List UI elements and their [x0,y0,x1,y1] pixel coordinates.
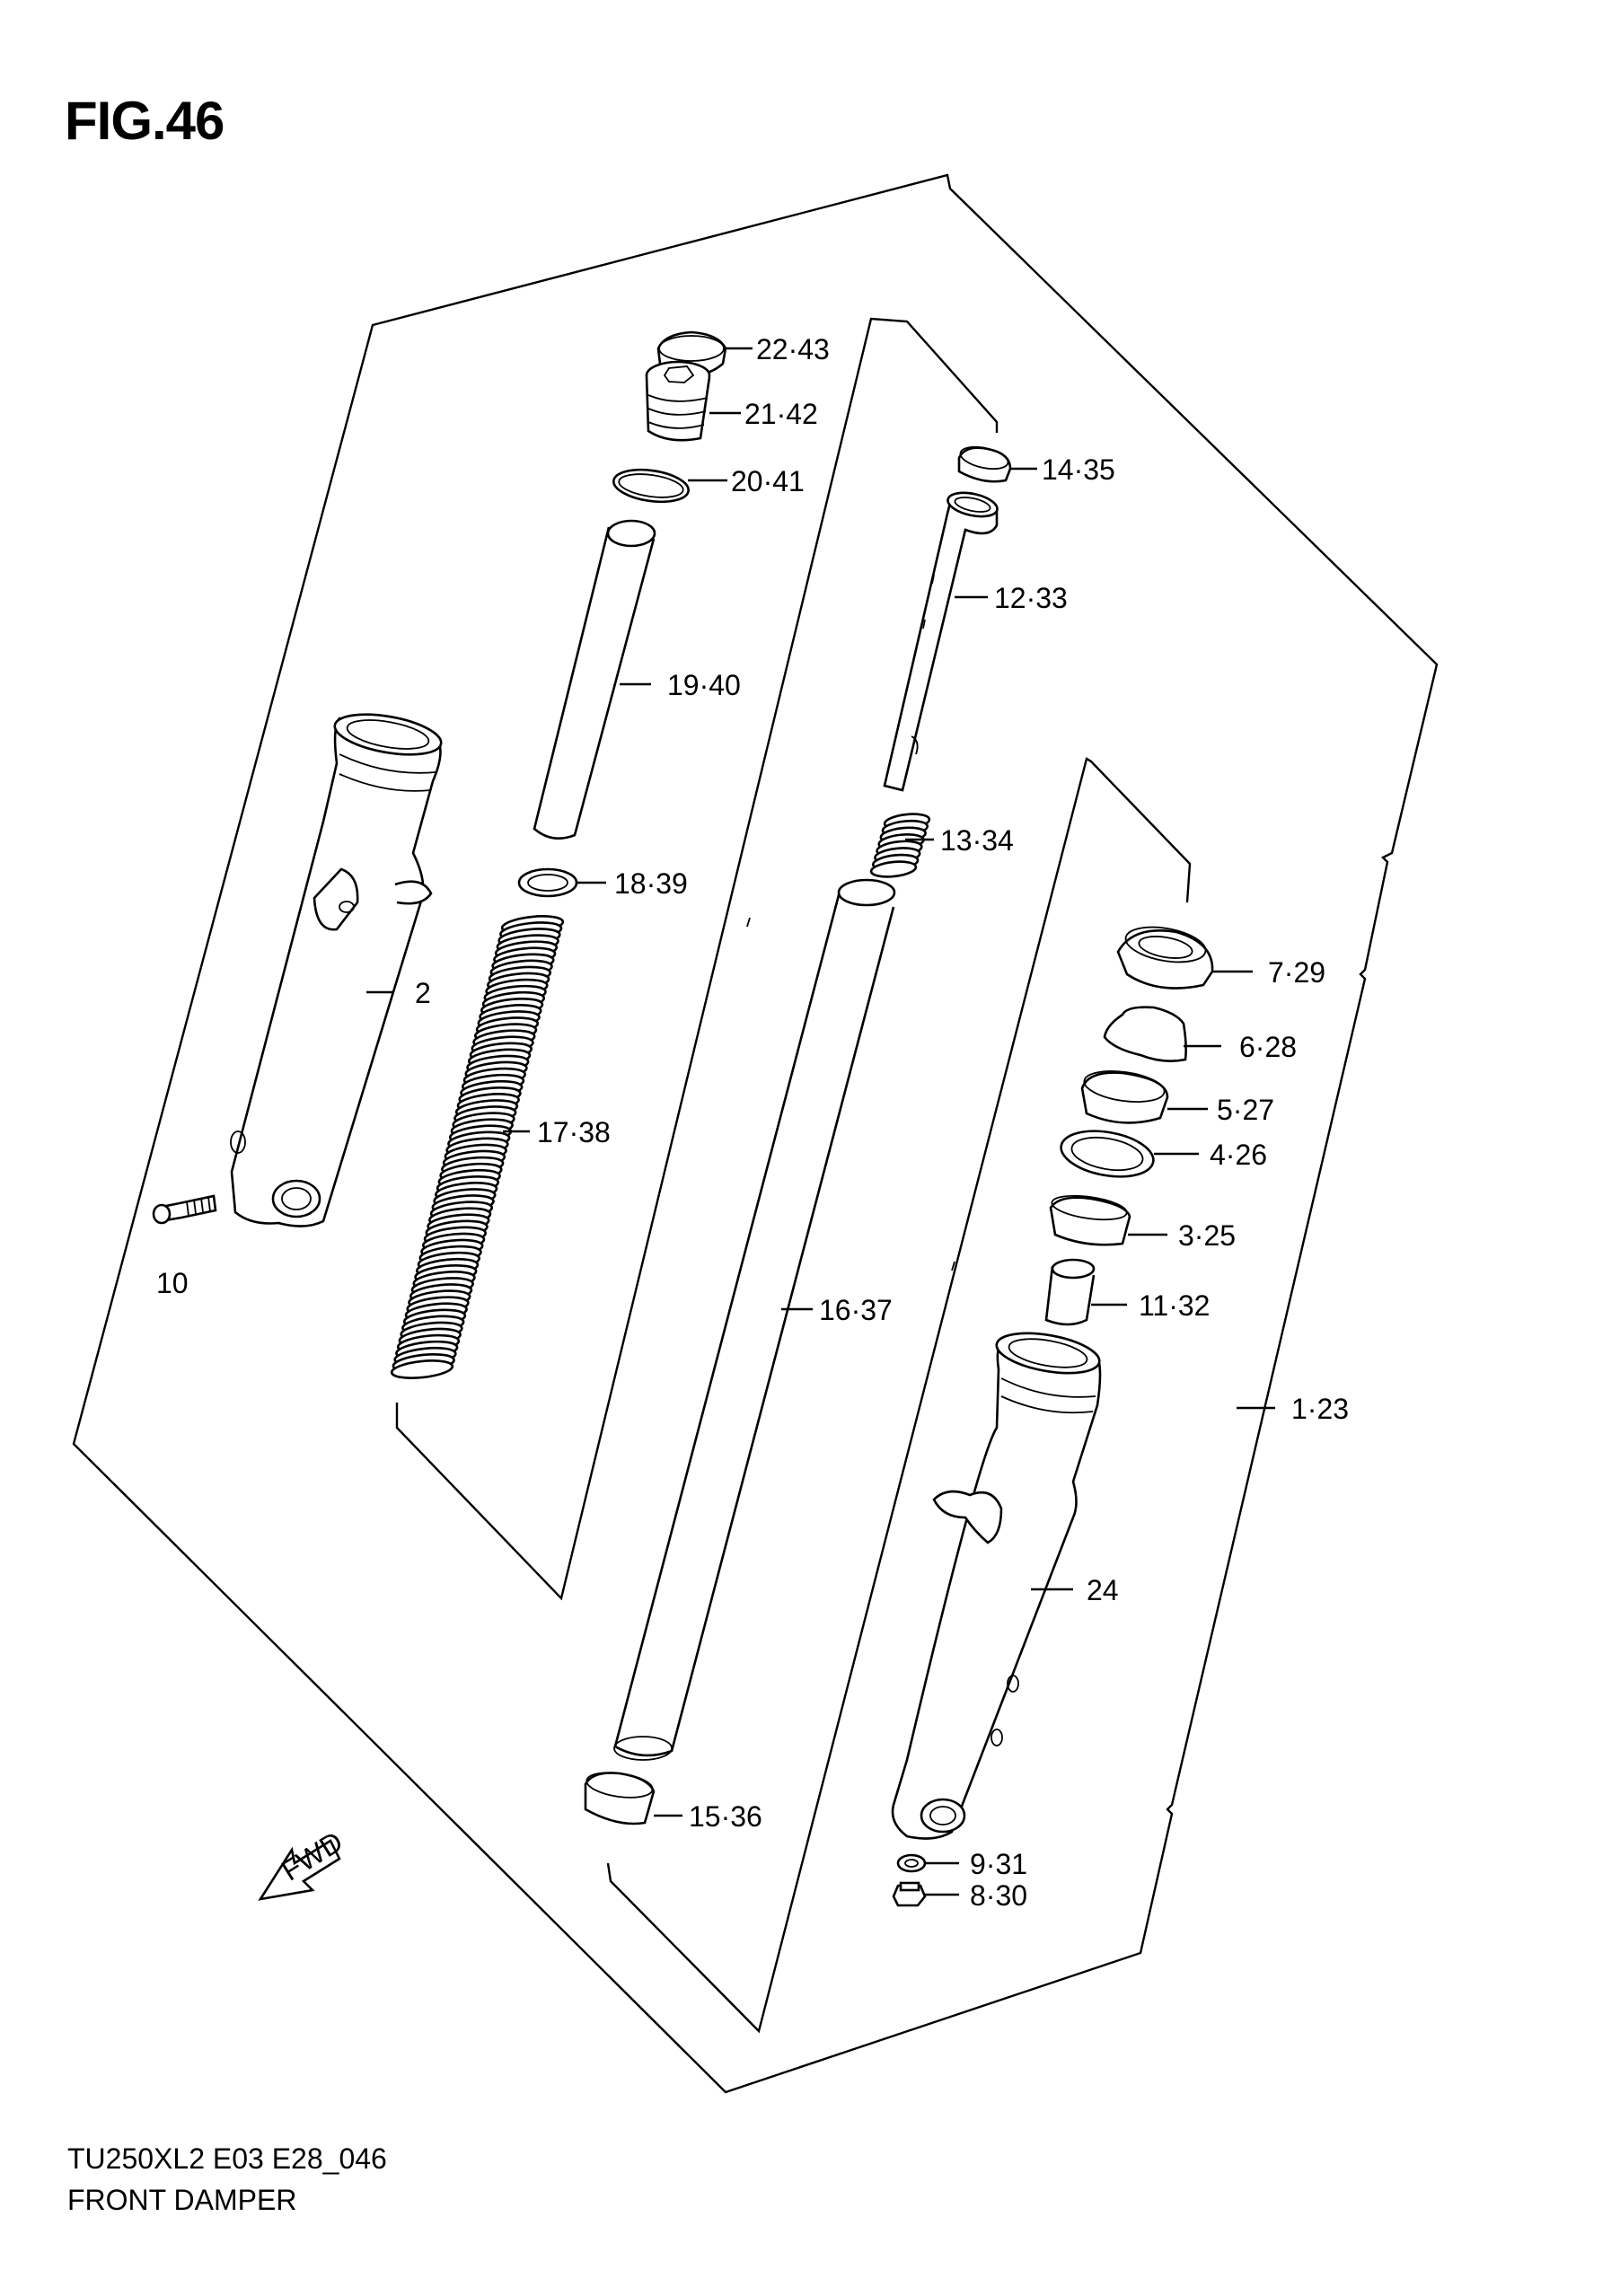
part-9-washer [896,1853,927,1873]
part-10-bolt [152,1194,217,1225]
callout-14-35: 14·35 [1042,453,1115,486]
part-12-damper-rod [883,491,999,792]
part-8-bolt [892,1881,927,1907]
inner-tube-group-outline [395,317,999,1601]
callout-15-36: 15·36 [689,1800,762,1833]
boundary-break-mark [746,917,751,928]
part-13-rebound-spring [869,813,931,878]
part-4-washer [1060,1130,1155,1178]
part-20-o-ring [612,468,690,504]
callout-11-32: 11·32 [1139,1289,1210,1322]
callout-7-29: 7·29 [1268,956,1325,989]
callout-20-41: 20·41 [731,465,805,497]
figure-title: FIG.46 [65,91,225,151]
callout-17-38: 17·38 [537,1116,611,1148]
spring-coil [869,860,918,878]
part-19-spacer-tube [533,519,656,840]
part-2-outer-tube [230,713,443,1227]
callout-2: 2 [415,977,431,1009]
callout-1-23: 1·23 [1291,1393,1349,1425]
forward-direction-arrow: FWD [258,1825,348,1901]
callout-3-25: 3·25 [1178,1219,1236,1252]
callout-4-26: 4·26 [1210,1139,1267,1171]
leader-lines [366,347,1275,1896]
callout-16-37: 16·37 [819,1294,893,1326]
part-7-dust-seal [1116,926,1214,990]
part-6-circlip [1103,1006,1187,1062]
callout-18-39: 18·39 [614,867,688,900]
part-18-washer [517,867,578,898]
callout-22-43: 22·43 [756,333,830,365]
callout-10: 10 [156,1267,189,1299]
callout-19-40: 19·40 [667,669,741,701]
figure-name: FRONT DAMPER [67,2184,297,2216]
callout-13-34: 13·34 [940,824,1014,857]
callout-24: 24 [1087,1574,1119,1606]
part-3-bushing [1049,1194,1131,1246]
part-24-outer-tube [891,1332,1102,1840]
part-5-oil-seal [1080,1070,1169,1124]
part-15-bushing [584,1772,656,1825]
part-14-ring [957,445,1012,483]
part-21-bolt [645,360,711,442]
part-16-inner-tube [613,878,896,1761]
callout-5-27: 5·27 [1217,1094,1274,1126]
boundary-break-mark [951,1261,955,1271]
callout-6-28: 6·28 [1239,1031,1297,1063]
callout-8-30: 8·30 [970,1879,1027,1912]
spring-coil [390,1359,454,1379]
assembly-boundary-outline [72,173,1439,2094]
part-11-oil-lock-piece [1044,1258,1096,1326]
callout-12-33: 12·33 [994,582,1068,614]
callout-9-31: 9·31 [970,1848,1027,1880]
fwd-label: FWD [276,1825,348,1887]
callout-21-42: 21·42 [744,398,818,430]
part-17-fork-spring [390,915,565,1379]
model-code: TU250XL2 E03 E28_046 [67,2142,387,2175]
inner-outer-tube-group-outline [606,757,1192,2034]
